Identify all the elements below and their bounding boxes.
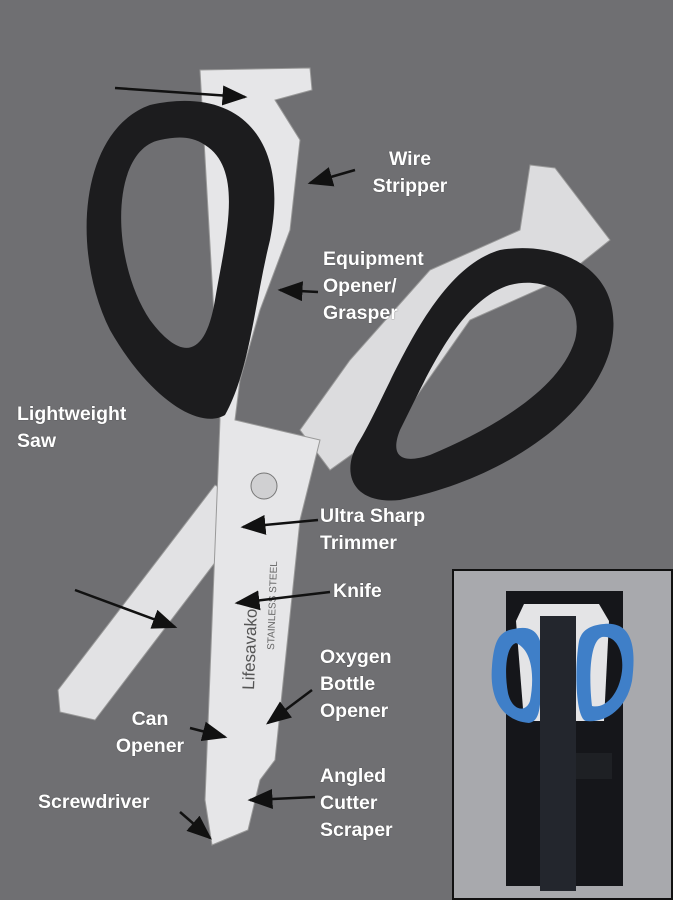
label-line: Stripper: [372, 175, 448, 197]
arrow-trimmer: [240, 514, 319, 535]
label-line: Bottle: [320, 673, 376, 695]
label-line: Wire: [388, 148, 432, 170]
arrow-saw: [74, 588, 178, 629]
label-line: Opener: [115, 735, 185, 757]
label-lightweight-saw: Lightweight Saw: [17, 401, 126, 455]
holster-inset-photo: [452, 569, 673, 900]
label-line: Oxygen: [320, 646, 392, 668]
arrow-knife: [234, 590, 331, 611]
label-can-opener: Can Opener: [110, 706, 190, 760]
arrow-hook: [114, 85, 248, 106]
label-ultra-sharp-trimmer: Ultra Sharp Trimmer: [320, 503, 425, 557]
label-screwdriver: Screwdriver: [38, 789, 150, 816]
label-oxygen-bottle-opener: Oxygen Bottle Opener: [320, 644, 392, 725]
label-equipment-opener: Equipment Opener/ Grasper: [323, 246, 424, 327]
pocket-tab: [576, 753, 612, 779]
label-wire-stripper: Wire Stripper: [355, 146, 465, 200]
label-knife: Knife: [333, 578, 382, 605]
label-line: Opener: [320, 700, 389, 722]
steel-engraving: STAINLESS STEEL: [266, 561, 280, 651]
label-line: Scraper: [320, 819, 393, 841]
arrow-angled-cutter: [247, 788, 316, 809]
arrow-screwdriver: [179, 811, 212, 840]
arrow-oxygen-opener: [266, 689, 313, 725]
pivot-screw: [250, 472, 278, 500]
label-line: Knife: [333, 580, 382, 602]
arrow-equipment-opener: [277, 281, 319, 302]
label-line: Ultra Sharp: [320, 505, 426, 527]
label-line: Can: [131, 708, 169, 730]
label-line: Angled: [320, 765, 387, 787]
label-line: Opener/: [323, 275, 397, 297]
label-angled-cutter-scraper: Angled Cutter Scraper: [320, 763, 393, 844]
label-line: Equipment: [323, 248, 424, 270]
label-line: Cutter: [320, 792, 378, 814]
holster-illustration: [491, 591, 634, 891]
label-line: Saw: [17, 430, 57, 452]
label-line: Lightweight: [17, 403, 127, 425]
velcro-strap: [540, 616, 576, 891]
inset-right-handle: [576, 623, 634, 722]
arrows: [74, 85, 356, 840]
left-handle: [86, 100, 275, 419]
arrow-wire-stripper: [307, 167, 356, 187]
right-handle: [350, 248, 614, 501]
arrow-can-opener: [189, 721, 228, 742]
label-line: Grasper: [323, 302, 398, 324]
label-line: Trimmer: [320, 532, 397, 554]
inset-left-handle: [491, 627, 543, 723]
label-line: Screwdriver: [38, 791, 150, 813]
brand-engraving: Lifesavakoo: [239, 599, 261, 690]
